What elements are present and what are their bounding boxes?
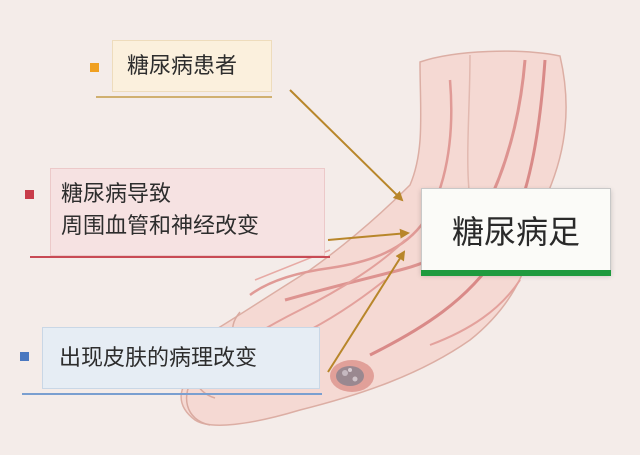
label-1-underline xyxy=(96,96,272,98)
label-vessel-nerve-change-line1: 糖尿病导致 xyxy=(61,182,172,207)
arrow-from-skin-change xyxy=(327,250,406,373)
ulcer-spot-1 xyxy=(342,370,348,376)
arrow-from-patient xyxy=(289,89,404,202)
label-vessel-nerve-change: 糖尿病导致 周围血管和神经改变 xyxy=(50,168,325,256)
bullet-red xyxy=(25,190,34,199)
label-diabetic-patient: 糖尿病患者 xyxy=(112,40,272,92)
label-2-underline xyxy=(30,256,330,258)
result-diabetic-foot-text: 糖尿病足 xyxy=(451,213,580,251)
vessel-6 xyxy=(429,279,521,346)
bullet-orange xyxy=(90,63,99,72)
label-3-underline xyxy=(22,393,322,395)
leg-contour xyxy=(467,54,471,201)
label-skin-pathology-text: 出现皮肤的病理改变 xyxy=(59,346,258,371)
result-underline-bar xyxy=(421,270,611,276)
bullet-blue xyxy=(20,352,29,361)
label-vessel-nerve-change-line2: 周围血管和神经改变 xyxy=(61,214,260,239)
label-diabetic-patient-text: 糖尿病患者 xyxy=(127,54,238,79)
arrow-from-vessel-change xyxy=(327,228,410,241)
ulcer-spot-3 xyxy=(348,368,352,372)
label-skin-pathology: 出现皮肤的病理改变 xyxy=(42,327,320,389)
ulcer-spot-2 xyxy=(352,376,358,382)
result-diabetic-foot: 糖尿病足 xyxy=(421,188,611,274)
